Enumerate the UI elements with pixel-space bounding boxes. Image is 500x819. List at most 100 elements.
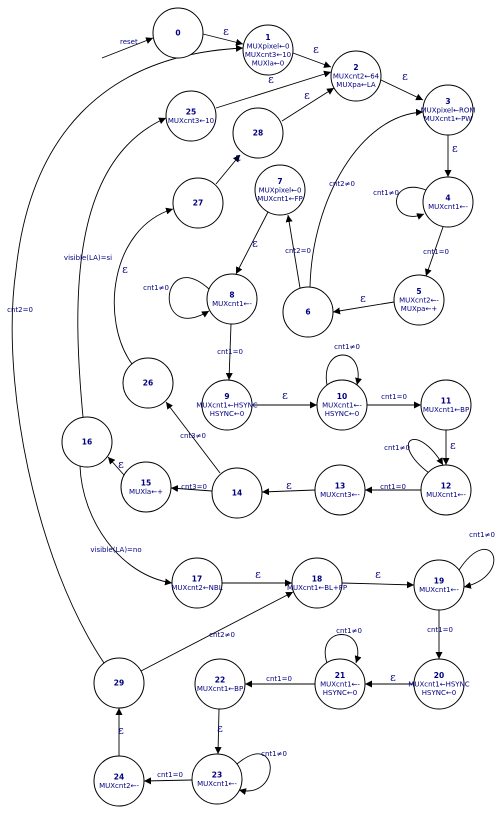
state-11-action: MUXcnt1←BP bbox=[423, 406, 469, 414]
transition-label-17-18: ε bbox=[255, 568, 261, 581]
state-20-number: 20 bbox=[434, 671, 444, 680]
transition-arrow-29-18 bbox=[140, 591, 294, 672]
state-8-circle bbox=[206, 273, 258, 325]
transition-label-29-18: cnt2≠0 bbox=[209, 631, 235, 639]
transition-arrow-13-14 bbox=[261, 488, 316, 496]
state-3-circle bbox=[422, 84, 474, 136]
transition-label-10-10: cnt1≠0 bbox=[334, 343, 360, 351]
state-15-circle bbox=[120, 461, 172, 513]
state-1-number: 1 bbox=[265, 33, 270, 42]
state-16-number: 16 bbox=[82, 438, 92, 447]
state-7-number: 7 bbox=[277, 177, 282, 186]
transition-arrow-28-2 bbox=[281, 87, 335, 122]
state-24-action: MUXcnt2←- bbox=[99, 782, 139, 790]
state-13-action: MUXcnt3←- bbox=[320, 491, 360, 499]
transition-label-0-1: ε bbox=[223, 25, 229, 38]
state-6-circle bbox=[282, 286, 334, 338]
state-1-circle bbox=[242, 24, 294, 76]
transition-label-12-13: cnt1=0 bbox=[380, 483, 406, 491]
state-13-number: 13 bbox=[335, 481, 345, 490]
state-14-number: 14 bbox=[232, 489, 242, 498]
state-2-action: MUXcnt2←64 bbox=[333, 73, 380, 81]
state-28-number: 28 bbox=[253, 129, 263, 138]
state-10-action: MUXcnt1←- bbox=[322, 402, 362, 410]
transition-arrow-16-17 bbox=[79, 465, 173, 586]
state-7-action: MUXcnt1←FP bbox=[257, 195, 303, 203]
state-12-circle bbox=[420, 464, 472, 516]
state-19-action: MUXcnt1←- bbox=[419, 586, 459, 594]
state-4-action: MUXcnt1←- bbox=[428, 203, 468, 211]
transition-arrow-7-8 bbox=[235, 211, 269, 275]
transition-arrow-2-3 bbox=[380, 79, 424, 101]
state-14-circle bbox=[211, 467, 263, 519]
transition-arrow-8-9 bbox=[225, 323, 233, 381]
state-19-number: 19 bbox=[434, 576, 444, 585]
transition-label-3-4: ε bbox=[452, 142, 458, 155]
state-3-action: MUXpixel←ROM bbox=[421, 107, 476, 115]
state-2-circle bbox=[330, 50, 382, 102]
transition-arrow-0-1 bbox=[202, 33, 244, 46]
transition-label-16-25: visible(LA)=si bbox=[64, 254, 112, 262]
state-29-circle bbox=[93, 657, 145, 709]
state-1-action: MUXla←0 bbox=[252, 59, 285, 67]
transition-arrow-29-1 bbox=[11, 44, 244, 664]
state-12-action: MUXcnt1←- bbox=[426, 491, 466, 499]
transition-label-14-26: cnt3≠0 bbox=[180, 432, 206, 440]
state-18-action: MUXcnt1←BL+FP bbox=[287, 584, 347, 592]
transition-arrow-10-10 bbox=[325, 354, 362, 386]
state-21-number: 21 bbox=[335, 671, 345, 680]
state-28-circle bbox=[232, 107, 284, 159]
state-5-action: MUXpa←+ bbox=[401, 305, 438, 313]
transition-label-16-17: visible(LA)=no bbox=[90, 546, 141, 554]
transition-arrow-4-5 bbox=[424, 226, 444, 277]
state-4-circle bbox=[422, 176, 474, 228]
transition-arrow-6-7 bbox=[285, 214, 301, 289]
transition-arrow-26-27 bbox=[113, 207, 174, 365]
transition-label-10-11: cnt1=0 bbox=[381, 393, 407, 401]
state-19-circle bbox=[413, 559, 465, 611]
state-0: 0 bbox=[152, 7, 204, 59]
state-1-action: MUXpixel←0 bbox=[247, 42, 290, 50]
transition-label-26-27: ε bbox=[122, 263, 128, 276]
transition-label-13-14: ε bbox=[286, 479, 292, 492]
transition-arrow-18-19 bbox=[341, 581, 415, 589]
state-3-action: MUXcnt1←PW bbox=[424, 115, 473, 123]
transition-label-8-9: cnt1=0 bbox=[217, 348, 243, 356]
transition-arrow-21-21 bbox=[324, 634, 362, 664]
state-9-circle bbox=[201, 379, 253, 431]
state-5-action: MUXcnt2←- bbox=[399, 297, 439, 305]
transition-arrow-25-2 bbox=[215, 70, 332, 109]
state-21-action: MUXcnt1←- bbox=[320, 681, 360, 689]
transition-label-reset: reset bbox=[120, 38, 138, 46]
state-15-number: 15 bbox=[141, 478, 151, 487]
transition-label-8-8: cnt1≠0 bbox=[143, 284, 169, 292]
state-25-number: 25 bbox=[186, 107, 196, 116]
state-3-number: 3 bbox=[445, 97, 450, 106]
state-25-action: MUXcnt3←10 bbox=[168, 117, 214, 125]
transition-label-4-5: cnt1=0 bbox=[423, 248, 449, 256]
transition-label-19-19: cnt1≠0 bbox=[469, 531, 495, 539]
state-29-number: 29 bbox=[114, 679, 124, 688]
state-6-number: 6 bbox=[305, 308, 310, 317]
state-13-circle bbox=[314, 464, 366, 516]
state-8-number: 8 bbox=[229, 290, 234, 299]
state-10-circle bbox=[316, 379, 368, 431]
transition-arrow-reset bbox=[101, 37, 154, 59]
transition-arrow-4-4 bbox=[396, 187, 427, 220]
transition-arrow-12-12 bbox=[407, 439, 444, 474]
state-18-number: 18 bbox=[312, 574, 322, 583]
transition-arrow-8-8 bbox=[168, 277, 210, 319]
transition-arrow-23-24 bbox=[143, 777, 193, 785]
